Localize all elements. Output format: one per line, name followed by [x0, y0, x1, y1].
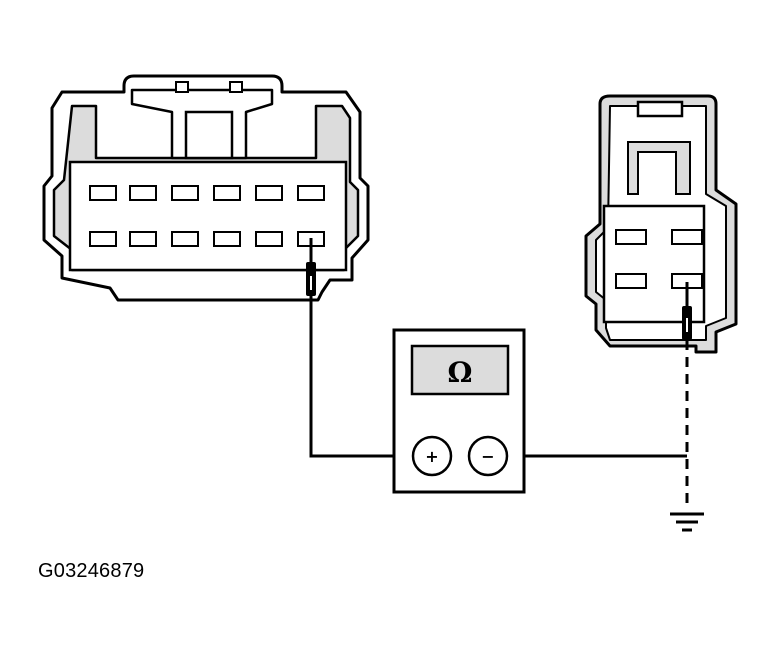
figure-id: G03246879 [38, 560, 145, 582]
right-probe-icon [682, 282, 692, 340]
right-connector [584, 94, 738, 354]
wires [309, 296, 689, 510]
ground-icon [670, 512, 704, 532]
ohm-symbol: Ω [448, 356, 473, 389]
negative-terminal-label: − [481, 447, 494, 466]
left-probe-icon [306, 238, 316, 296]
positive-terminal-label: + [425, 447, 438, 466]
ohmmeter-icon: Ω + − [392, 328, 526, 494]
left-connector [42, 74, 370, 302]
